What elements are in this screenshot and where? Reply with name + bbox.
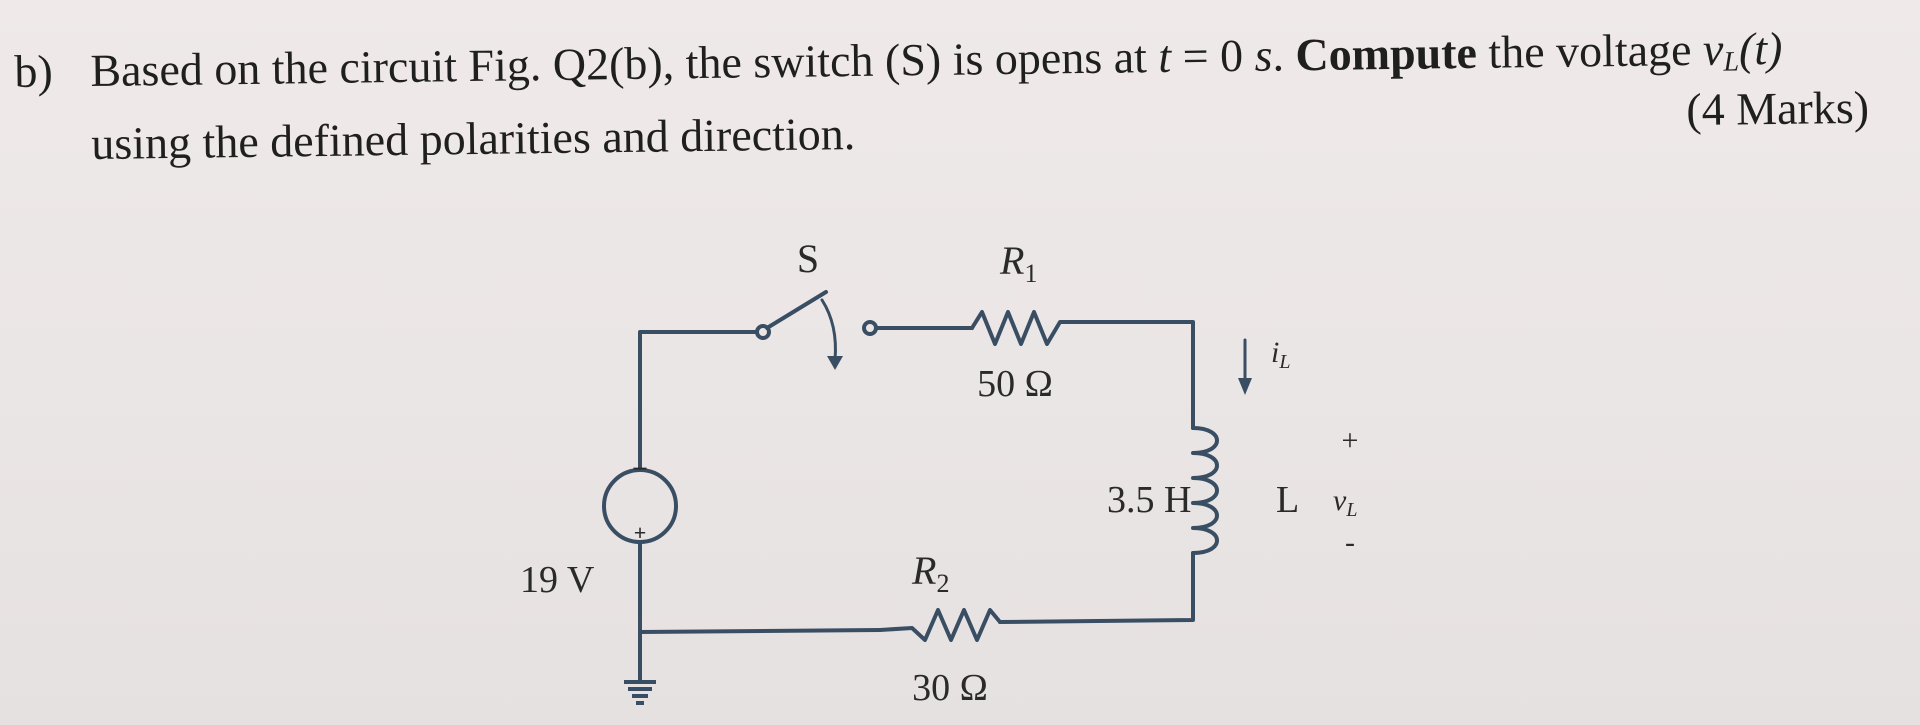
resistor-r2	[878, 608, 1002, 642]
wire-bottom-left	[638, 628, 882, 634]
switch-arrow-head-icon	[827, 356, 843, 370]
wire-right-bottom	[998, 551, 1195, 624]
current-arrow-icon	[1238, 378, 1252, 395]
polarity-plus: +	[1342, 424, 1359, 457]
switch-arrow-icon	[820, 298, 837, 362]
source-value: 19 V	[520, 559, 595, 601]
resistor-r1	[970, 310, 1072, 346]
polarity-minus: -	[1345, 526, 1355, 559]
wire-left-top	[638, 330, 759, 472]
source-minus-mark: −	[632, 454, 648, 485]
voltage-label: vL	[1333, 484, 1357, 521]
inductor-name: L	[1276, 479, 1299, 521]
inductor-value: 3.5 H	[1107, 479, 1191, 521]
wire-top-right	[1068, 320, 1195, 430]
ground-icon	[624, 680, 656, 705]
r2-label: R2	[911, 548, 949, 598]
current-label: iL	[1271, 336, 1290, 373]
switch-blade	[765, 290, 828, 330]
inductor-coil	[1191, 426, 1219, 555]
switch-label: S	[797, 236, 819, 281]
source-plus-mark: +	[634, 520, 647, 545]
r2-value: 30 Ω	[912, 667, 988, 709]
r1-label: R1	[999, 238, 1037, 288]
r1-value: 50 Ω	[977, 363, 1053, 405]
